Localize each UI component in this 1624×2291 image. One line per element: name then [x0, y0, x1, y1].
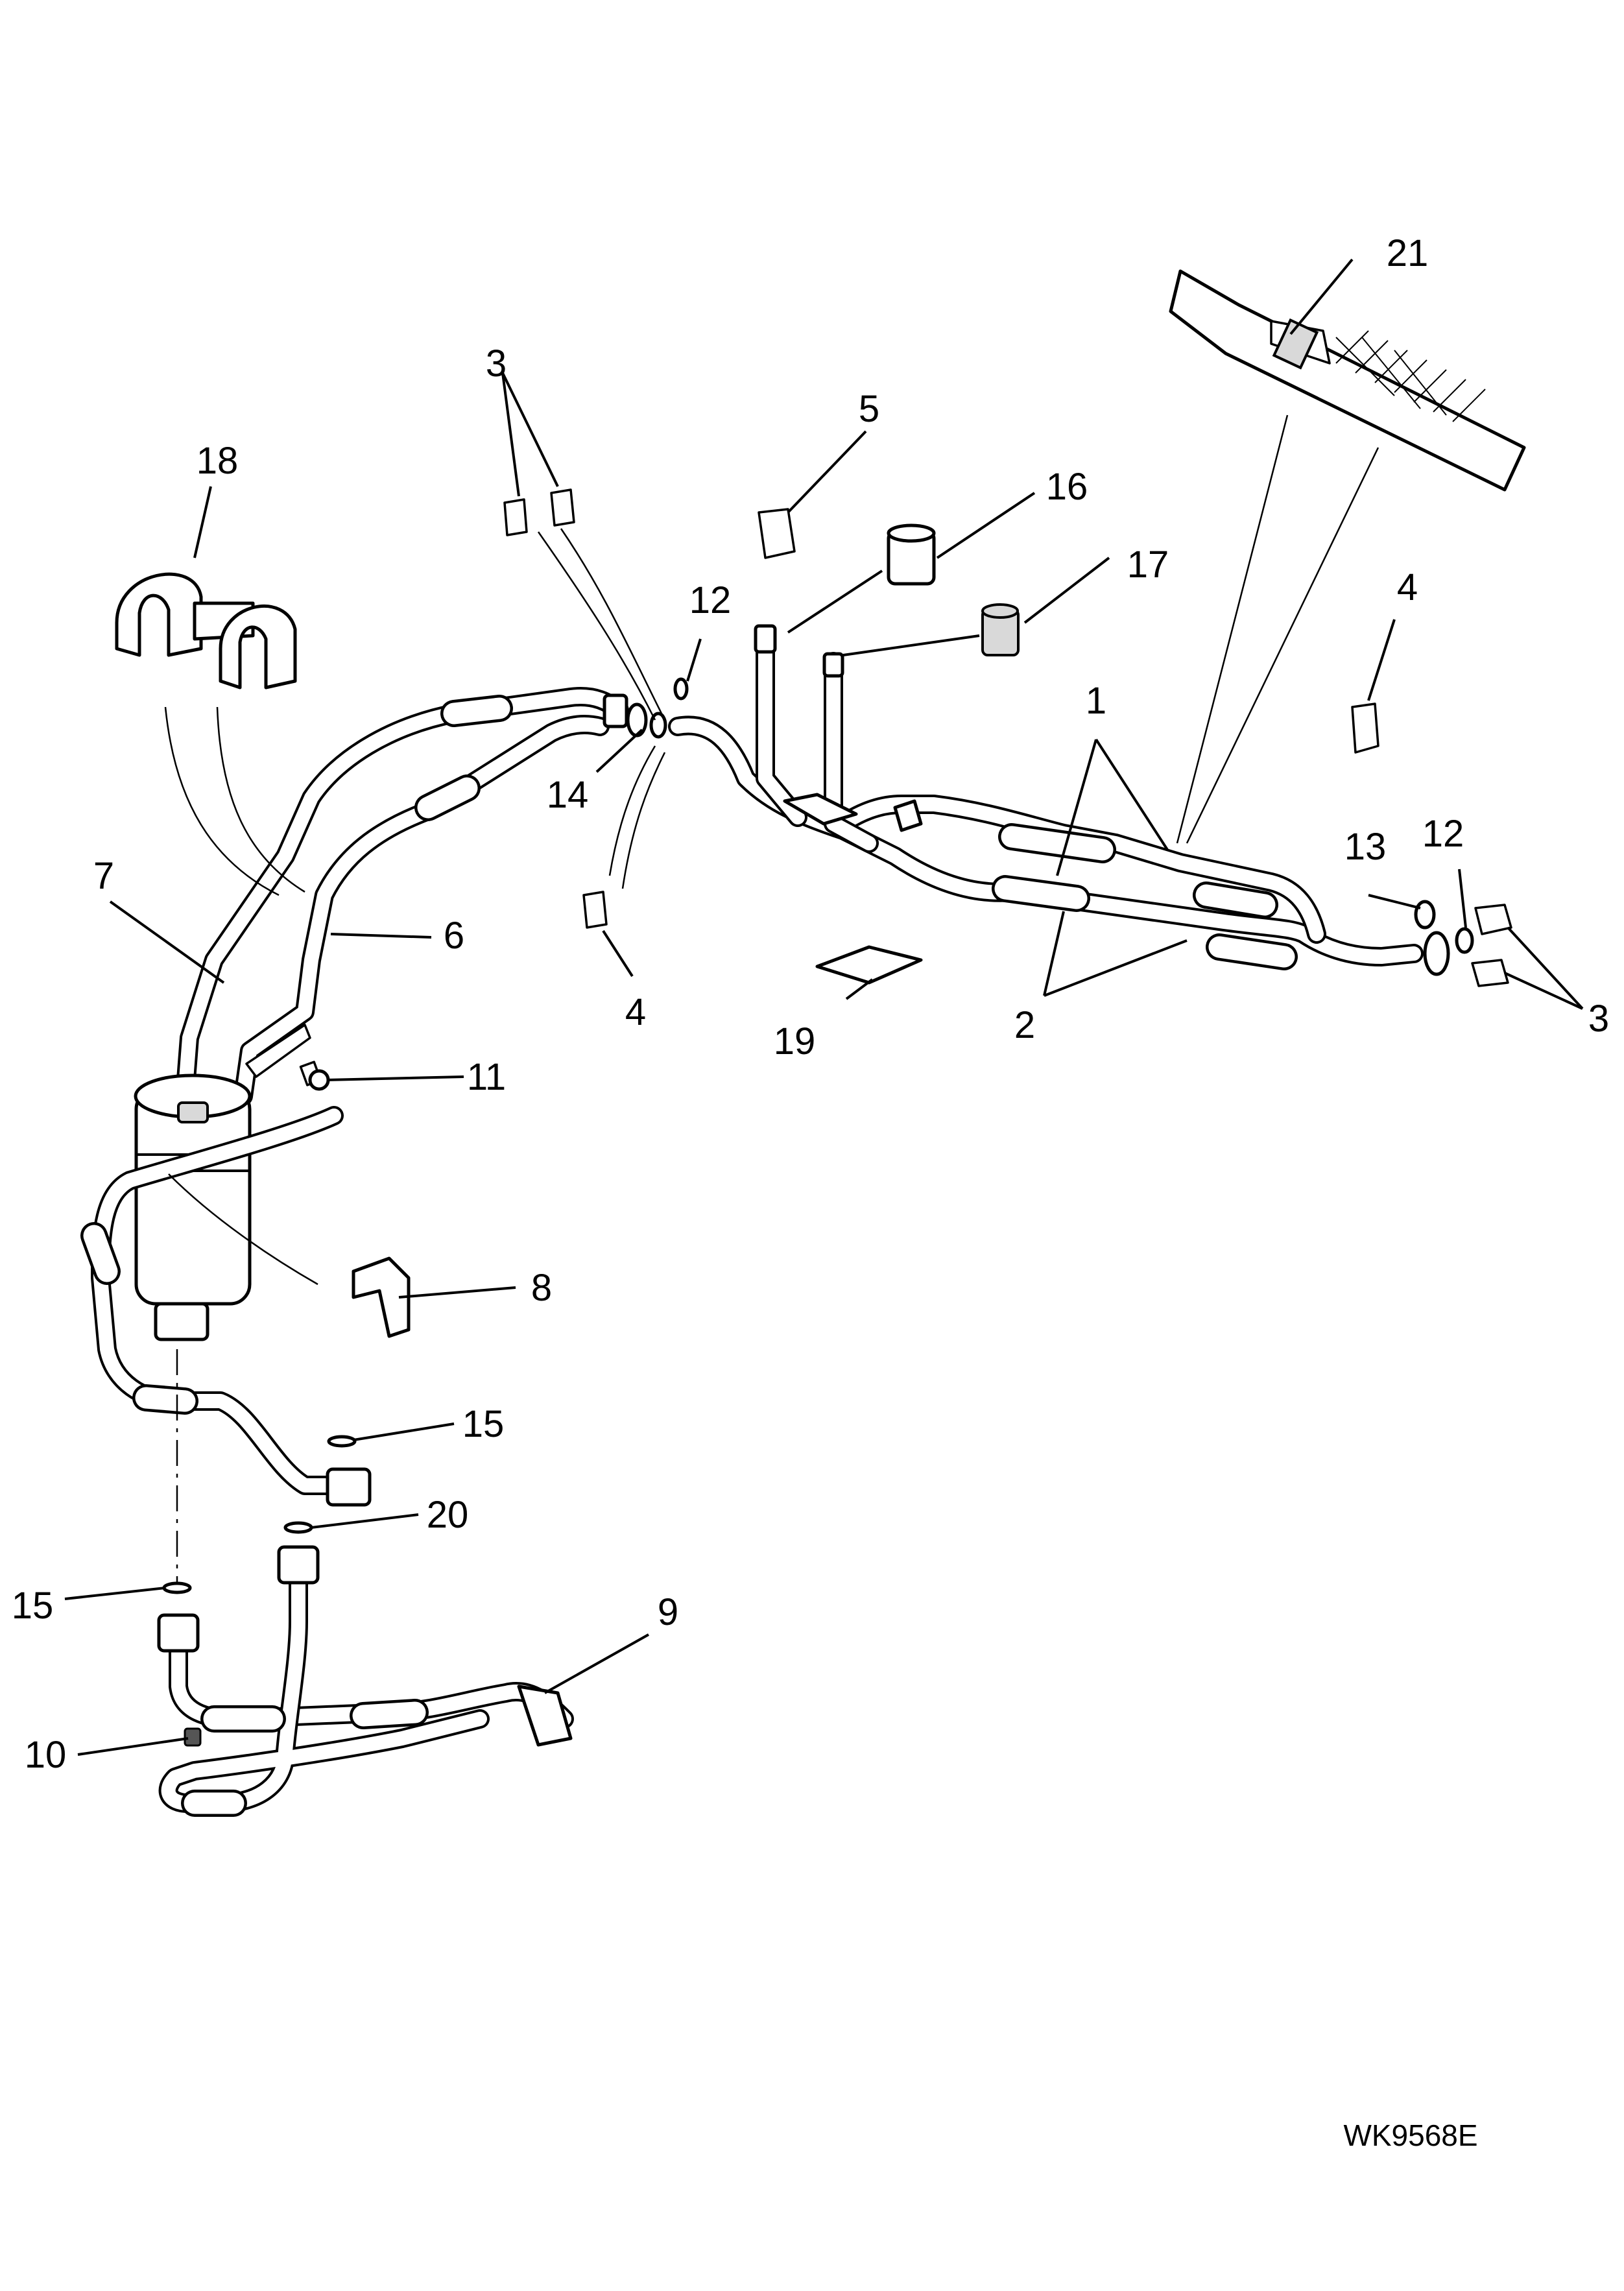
bulkhead-fitting-upper	[603, 693, 628, 728]
callout-8: 8	[531, 1267, 552, 1309]
o-ring-12-right	[1455, 927, 1474, 954]
callout-5: 5	[859, 388, 879, 430]
line-support-bracket	[245, 1024, 311, 1078]
o-ring-12-left	[673, 677, 689, 701]
parts-illustration	[80, 269, 1526, 1817]
callout-20: 20	[427, 1494, 469, 1536]
callout-2: 2	[1014, 1004, 1035, 1046]
part-16-cap	[887, 523, 936, 586]
o-ring-20	[283, 1521, 313, 1534]
callout-3-right: 3	[1588, 998, 1609, 1040]
figure-code: WK9568E	[1343, 2118, 1477, 2152]
part-19-pad	[815, 945, 923, 985]
callout-3-upper: 3	[486, 342, 507, 385]
part-6-suction-line	[233, 715, 610, 1106]
receiver-drier	[134, 1074, 252, 1341]
callout-labels: 1 2 3 3 4 4 5 6 7 8 9 10 11 12 12 13 14 …	[12, 232, 1609, 1776]
callout-19: 19	[774, 1020, 816, 1062]
callout-17: 17	[1127, 544, 1169, 586]
part-4-clip-left	[582, 891, 608, 929]
callout-18: 18	[197, 440, 239, 482]
callout-4-left: 4	[625, 991, 646, 1033]
callout-15-upper: 15	[462, 1403, 505, 1445]
drier-outlet-line	[80, 1106, 372, 1507]
o-ring-15-upper	[327, 1435, 357, 1448]
o-ring-14	[649, 712, 667, 739]
part-9-compressor-hose	[157, 1545, 574, 1817]
callout-21: 21	[1387, 232, 1429, 274]
evaporator-fitting-flange	[1423, 931, 1450, 976]
o-ring-13	[1414, 900, 1436, 930]
callout-15-lower: 15	[12, 1585, 54, 1627]
callout-4-right: 4	[1397, 566, 1418, 608]
callout-14: 14	[547, 774, 589, 816]
part-21-orifice-tube	[1169, 269, 1526, 492]
callout-12-right: 12	[1422, 813, 1464, 855]
callout-11: 11	[467, 1056, 506, 1098]
part-18-twin-clip	[115, 572, 297, 690]
callout-1: 1	[1086, 680, 1106, 722]
callout-12-left: 12	[689, 579, 732, 621]
leader-lines	[64, 258, 1584, 1756]
callout-6: 6	[444, 915, 464, 957]
callout-10: 10	[25, 1734, 67, 1776]
part-3-clips-upper	[503, 488, 575, 536]
part-17-cap	[981, 603, 1020, 656]
part-8-drier-bracket	[352, 1256, 411, 1338]
part-3-clips-lower-right	[1471, 904, 1512, 987]
callout-9: 9	[658, 1591, 678, 1633]
pipe-union-nut	[893, 799, 923, 832]
parts-1-2-main-lines	[668, 715, 1424, 970]
part-7-liquid-line	[175, 687, 629, 1106]
service-port-pipes	[754, 624, 879, 853]
callout-13: 13	[1344, 826, 1387, 868]
part-4-clip-right	[1351, 702, 1379, 754]
part-10-nut	[184, 1727, 202, 1747]
callout-16: 16	[1046, 466, 1088, 508]
part-11-bolt	[299, 1061, 330, 1091]
bulkhead-fitting-flange	[626, 702, 648, 738]
o-ring-15-lower	[162, 1581, 192, 1594]
part-5-clip	[758, 508, 796, 559]
callout-7: 7	[93, 855, 114, 897]
